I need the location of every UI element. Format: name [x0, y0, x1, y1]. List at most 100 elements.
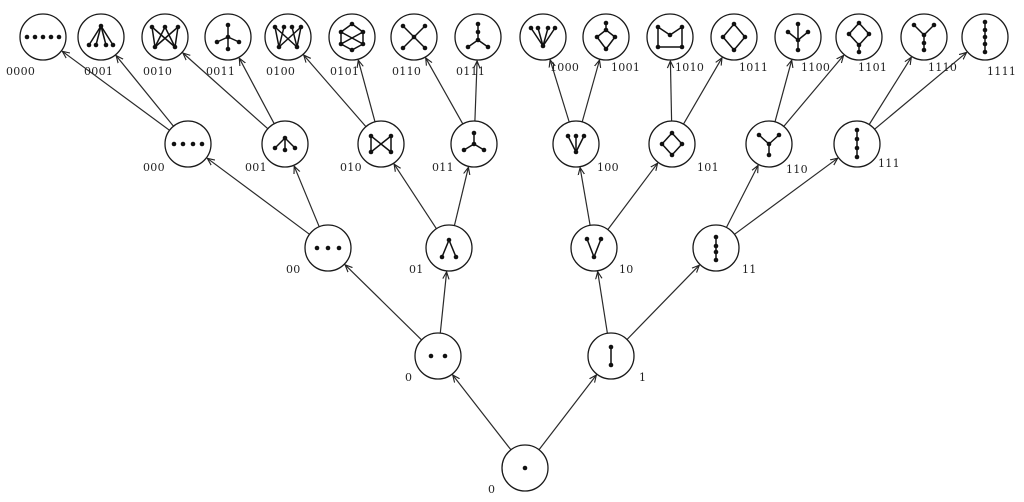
- graph-glyph-icon: [400, 23, 428, 51]
- glyph-vertex: [422, 45, 428, 51]
- glyph-edge: [413, 25, 426, 38]
- glyph-edge: [661, 143, 673, 156]
- node-label: 0000: [6, 65, 35, 78]
- glyph-vertex: [481, 147, 487, 153]
- glyph-vertex: [856, 20, 862, 26]
- glyph-vertex: [110, 42, 116, 48]
- glyph-vertex: [475, 21, 481, 27]
- edge-arrow: [783, 55, 844, 127]
- edges: [62, 51, 966, 451]
- glyph-vertex: [336, 245, 342, 251]
- glyph-edge: [100, 25, 107, 46]
- glyph-vertex: [152, 44, 158, 50]
- glyph-edge: [733, 36, 746, 51]
- glyph-vertex: [856, 49, 862, 55]
- node-label: 1011: [739, 61, 768, 74]
- glyph-vertex: [171, 141, 177, 147]
- node-label: 1100: [801, 61, 830, 74]
- node-label: 001: [245, 161, 267, 174]
- glyph-vertex: [86, 42, 92, 48]
- glyph-vertex: [573, 149, 579, 155]
- edge-arrow: [598, 272, 608, 334]
- glyph-vertex: [766, 152, 772, 158]
- node-label: 1101: [858, 61, 887, 74]
- glyph-edge: [530, 27, 544, 47]
- graph-glyph-icon: [368, 133, 394, 155]
- graph-node: 1001: [582, 13, 640, 74]
- node-label: 1001: [611, 61, 640, 74]
- glyph-edge: [174, 26, 179, 48]
- graph-glyph-icon: [608, 344, 614, 368]
- glyph-vertex: [32, 34, 38, 40]
- graph-glyph-icon: [465, 21, 491, 50]
- graph-node: 000: [143, 120, 212, 174]
- node-label: 1000: [550, 61, 579, 74]
- edge-arrow: [607, 163, 658, 230]
- glyph-vertex: [190, 141, 196, 147]
- glyph-edge: [274, 137, 286, 149]
- edge-arrow: [626, 265, 699, 340]
- glyph-vertex: [805, 29, 811, 35]
- glyph-edge: [278, 26, 302, 48]
- glyph-vertex: [294, 44, 300, 50]
- glyph-vertex: [669, 130, 675, 136]
- glyph-edge: [278, 26, 285, 48]
- graph-node: 11: [692, 224, 756, 276]
- glyph-vertex: [282, 147, 288, 153]
- edge-arrow: [183, 53, 269, 130]
- graph-glyph-icon: [528, 25, 558, 49]
- graph-glyph-icon: [522, 465, 528, 471]
- glyph-vertex: [866, 31, 872, 37]
- graph-glyph-icon: [461, 130, 487, 153]
- glyph-vertex: [162, 24, 168, 30]
- graph-glyph-icon: [713, 234, 719, 263]
- node-label: 101: [697, 161, 719, 174]
- glyph-vertex: [360, 41, 366, 47]
- graph-node: 100: [552, 120, 619, 174]
- glyph-edge: [733, 23, 746, 38]
- graph-glyph-icon: [428, 353, 448, 359]
- glyph-vertex: [565, 133, 571, 139]
- graph-glyph-icon: [911, 22, 937, 53]
- glyph-vertex: [713, 243, 719, 249]
- glyph-vertex: [756, 132, 762, 138]
- glyph-vertex: [411, 34, 417, 40]
- graph-node: 011: [432, 120, 498, 174]
- edge-arrow: [426, 58, 464, 125]
- glyph-vertex: [573, 133, 579, 139]
- glyph-vertex: [172, 44, 178, 50]
- graph-glyph-icon: [846, 20, 872, 55]
- edge-arrow: [345, 265, 423, 341]
- glyph-vertex: [766, 141, 772, 147]
- glyph-vertex: [931, 22, 937, 28]
- node-label: 00: [286, 263, 301, 276]
- graph-node: 0011: [204, 13, 252, 78]
- glyph-edge: [722, 36, 735, 51]
- glyph-vertex: [713, 249, 719, 255]
- edge-arrow: [453, 375, 512, 451]
- node-label: 1110: [928, 61, 957, 74]
- glyph-vertex: [854, 145, 860, 151]
- graph-glyph-icon: [272, 24, 304, 50]
- glyph-vertex: [856, 42, 862, 48]
- glyph-vertex: [428, 353, 434, 359]
- edge-arrow: [116, 56, 174, 127]
- edge-arrow: [358, 60, 376, 122]
- glyph-vertex: [272, 24, 278, 30]
- glyph-vertex: [175, 24, 181, 30]
- glyph-vertex: [982, 41, 988, 47]
- edge-arrow: [453, 167, 468, 226]
- edge-arrow: [868, 57, 911, 125]
- node-label: 100: [597, 161, 619, 174]
- glyph-edge: [154, 26, 166, 48]
- graph-node: 0101: [328, 13, 376, 78]
- graph-node: 0110: [390, 13, 438, 78]
- graph-node: 111: [833, 120, 900, 170]
- glyph-edge: [596, 36, 607, 50]
- edge-arrow: [394, 164, 437, 230]
- glyph-vertex: [528, 25, 534, 31]
- glyph-vertex: [603, 27, 609, 33]
- glyph-vertex: [785, 29, 791, 35]
- glyph-vertex: [199, 141, 205, 147]
